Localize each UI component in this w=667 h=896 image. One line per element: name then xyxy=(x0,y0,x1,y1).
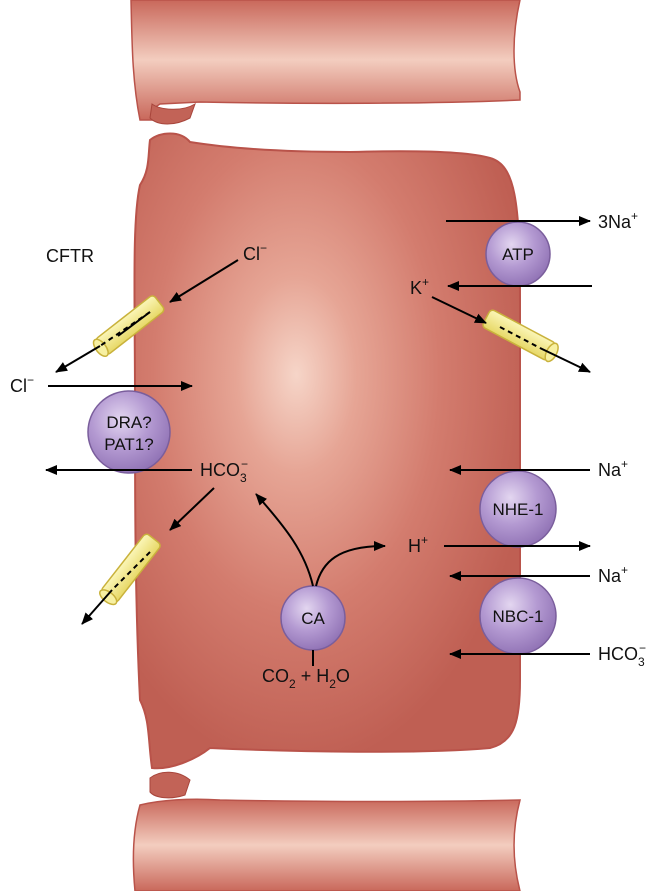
pat1-label: PAT1? xyxy=(104,435,153,454)
atp-pump: ATP xyxy=(485,221,551,287)
arrow-cl-out xyxy=(55,345,101,373)
arrow-k-channel-dash xyxy=(499,326,541,349)
three-na-label: 3Na+ xyxy=(598,209,638,232)
hco3-right-label: HCO−3 xyxy=(598,641,646,669)
ca-label: CA xyxy=(301,609,325,628)
cftr-channel-top xyxy=(92,295,165,357)
k-ion-label: K+ xyxy=(410,275,429,298)
arrow-hco3-into-cftr xyxy=(169,487,215,531)
na-nbc-label: Na+ xyxy=(598,563,628,586)
carbonic-anhydrase: CA xyxy=(280,585,346,651)
arrow-cl-into-cftr xyxy=(169,259,239,303)
nhe1-label: NHE-1 xyxy=(492,500,543,519)
top-neighbor-cell xyxy=(130,0,521,125)
arrow-cftr-cl-dash xyxy=(99,311,151,347)
nbc1-label: NBC-1 xyxy=(492,607,543,626)
h-ion-label: H+ xyxy=(408,533,428,556)
arrow-ca-to-h xyxy=(315,541,386,587)
nhe1-exchanger: NHE-1 xyxy=(479,470,557,548)
arrow-k-into-channel xyxy=(431,296,487,324)
arrows xyxy=(45,216,592,666)
nbc1-cotransporter: NBC-1 xyxy=(479,577,557,655)
atp-label: ATP xyxy=(502,245,534,264)
arrow-ca-to-hco3 xyxy=(255,493,314,587)
co2-h2o-label: CO2 + H2O xyxy=(262,666,350,691)
na-nhe-label: Na+ xyxy=(598,457,628,480)
bottom-neighbor-cell xyxy=(132,771,521,892)
arrow-hco3-out-cftr xyxy=(81,589,113,625)
cftr-label: CFTR xyxy=(46,246,94,266)
arrow-k-out xyxy=(539,347,591,373)
hco3-mid-label: HCO−3 xyxy=(200,457,248,485)
cl-top-label: Cl− xyxy=(243,241,267,264)
cl-left-label: Cl− xyxy=(10,373,34,396)
dra-label: DRA? xyxy=(106,413,151,432)
dra-pat1-exchanger: DRA? PAT1? xyxy=(87,390,171,474)
